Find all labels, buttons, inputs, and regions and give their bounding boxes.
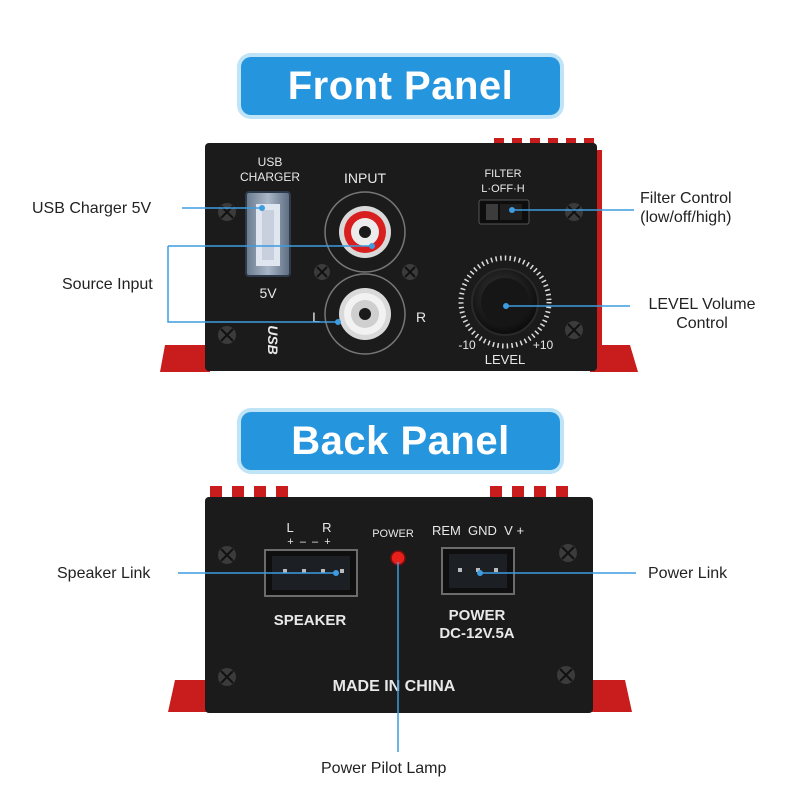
back-screws [218,544,577,686]
callout-dots [259,205,515,576]
level-max-label: +10 [533,338,554,352]
speaker-polarity-labels: + – – + [287,536,330,548]
usb-side-logo: USB [265,325,281,355]
power-lamp-label: POWER [372,528,414,540]
level-control-callout-line2: Control [676,315,728,332]
back-panel-title: Back Panel [291,418,510,463]
back-panel-banner: Back Panel [241,412,560,470]
right-channel-label: R [416,309,426,325]
power-terminal-header: REM GND V + [432,523,524,538]
filter-positions-label: L·OFF·H [481,183,524,195]
left-channel-label: L [312,309,320,325]
front-panel-banner: Front Panel [241,57,560,115]
callout-lines [167,207,636,752]
filter-label: FILTER [484,168,521,180]
source-input-line [167,246,338,323]
power-link-callout: Power Link [648,565,728,582]
level-knob[interactable] [458,255,552,349]
source-input-callout: Source Input [62,276,153,293]
speaker-link-callout: Speaker Link [57,565,151,582]
usb-label-line2: CHARGER [240,170,300,184]
usb-charger-callout: USB Charger 5V [32,200,152,217]
rca-right-jack[interactable] [324,191,406,273]
input-label: INPUT [344,170,386,186]
made-in-label: MADE IN CHINA [333,678,456,695]
filter-switch[interactable] [478,199,530,225]
rca-left-jack[interactable] [324,273,406,355]
front-panel-title: Front Panel [287,63,514,108]
power-label-line2: DC-12V.5A [439,625,514,642]
speaker-label: SPEAKER [274,612,347,629]
filter-control-callout-line1: Filter Control [640,190,732,207]
level-control-callout: LEVEL Volume Control [632,295,772,333]
level-control-callout-line1: LEVEL Volume [648,296,756,313]
speaker-channel-header: L R [286,520,331,535]
back-chassis-fins [168,486,632,712]
usb-label-line1: USB [258,155,283,169]
filter-control-callout-line2: (low/off/high) [640,209,732,226]
usb-voltage-label: 5V [259,285,277,301]
level-min-label: -10 [458,338,476,352]
back-panel: L R + – – + SPEAKER POWER REM GND V + PO… [168,486,632,713]
level-label: LEVEL [485,352,525,367]
filter-control-callout: Filter Control (low/off/high) [640,189,732,227]
front-panel: USB CHARGER 5V USB INPUT L R FILTER L·OF… [160,138,638,372]
power-label-line1: POWER [449,607,506,624]
power-pilot-lamp-callout: Power Pilot Lamp [321,760,447,777]
